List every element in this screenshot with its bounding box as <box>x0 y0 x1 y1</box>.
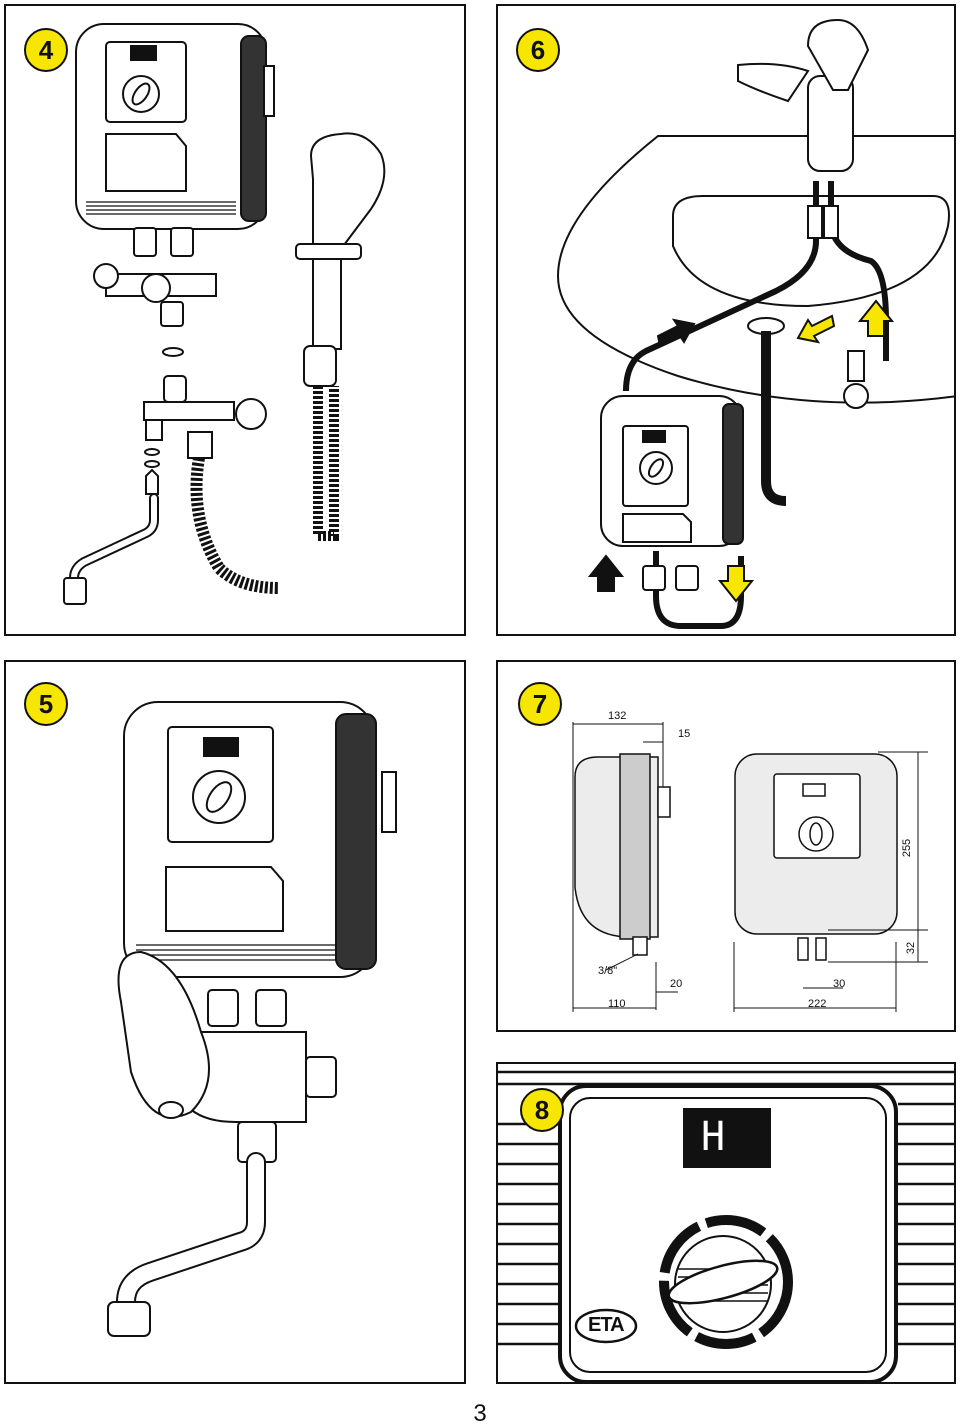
figure-6-panel: 6 <box>496 4 956 636</box>
dim-bottom-offset: 32 <box>905 941 918 955</box>
figure-4-panel: 4 <box>4 4 466 636</box>
eta-logo: ETA <box>588 1314 625 1336</box>
dim-outlet-spacing: 30 <box>833 978 846 990</box>
figure-5-panel: 5 <box>4 660 466 1384</box>
dim-depth-base: 110 <box>608 998 626 1010</box>
figure-5-badge: 5 <box>24 682 68 726</box>
figure-7-illustration <box>572 722 928 1012</box>
dim-bracket-depth: 15 <box>678 728 691 740</box>
dim-thread: 3/8" <box>598 965 618 977</box>
figure-6-badge: 6 <box>516 28 560 72</box>
display-readout: H <box>701 1114 726 1160</box>
dim-outlet-offset: 20 <box>670 978 683 990</box>
dim-width: 222 <box>808 998 827 1010</box>
figure-7-panel: 7 <box>496 660 956 1032</box>
figure-5-illustration <box>107 701 397 1337</box>
figure-4-illustration <box>63 23 386 605</box>
page-number: 3 <box>473 1400 487 1427</box>
figure-7-badge: 7 <box>518 682 562 726</box>
figure-6-illustration <box>556 18 954 629</box>
figure-8-badge: 8 <box>520 1088 564 1132</box>
figure-8-panel: 8 H ETA <box>496 1062 956 1384</box>
figure-4-badge: 4 <box>24 28 68 72</box>
figure-8-illustration <box>498 1070 954 1382</box>
dim-height: 255 <box>901 838 914 858</box>
dim-depth-total: 132 <box>608 710 627 722</box>
arrow-yellow <box>796 314 836 344</box>
